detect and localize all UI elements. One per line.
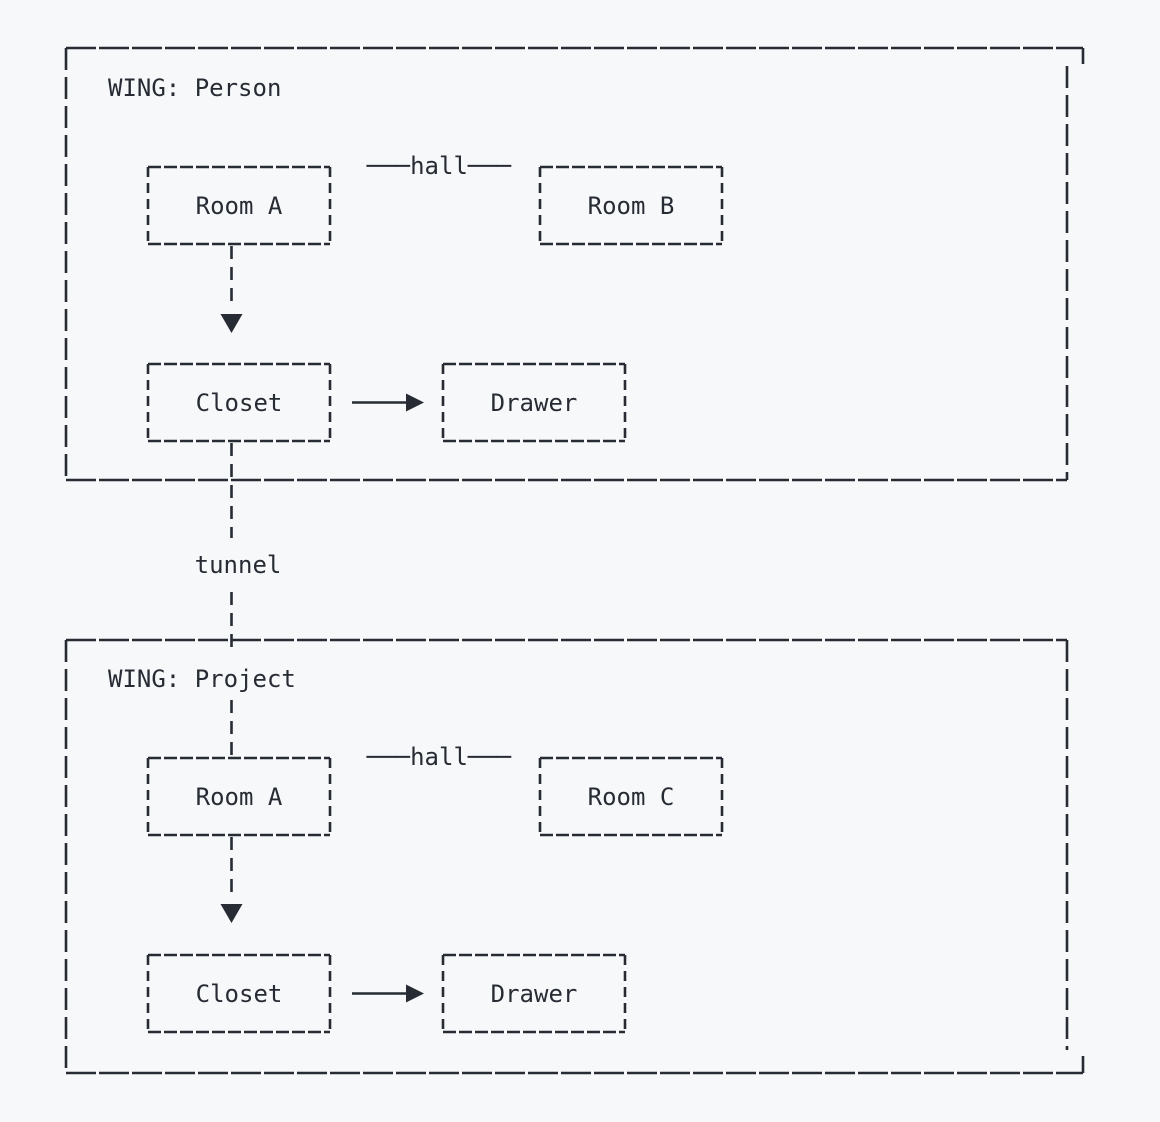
wing2-room-a-to-closet-arrow xyxy=(220,837,243,923)
wing1-closet-label: Closet xyxy=(195,389,283,417)
wing2-closet-label: Closet xyxy=(195,980,283,1008)
wing1-closet-to-drawer-arrow xyxy=(352,393,424,412)
wing1-border xyxy=(64,46,1085,482)
tunnel-label: tunnel xyxy=(194,551,282,579)
wing2-border xyxy=(64,638,1085,1075)
wing2-closet-box xyxy=(146,953,332,1034)
wing1-drawer-label: Drawer xyxy=(490,389,578,417)
wing2-room-c-box xyxy=(538,756,724,837)
wing1-room-a-label: Room A xyxy=(195,192,283,220)
wing1-room-b-label: Room B xyxy=(587,192,675,220)
wing1-hall-label: ───hall─── xyxy=(366,152,512,180)
wing1-closet-box xyxy=(146,362,332,443)
wing1-drawer-box xyxy=(441,362,627,443)
wing1-room-b-box xyxy=(538,165,724,246)
wing2-drawer-label: Drawer xyxy=(490,980,578,1008)
wing2-closet-to-drawer-arrow xyxy=(352,984,424,1003)
wing2-drawer-box xyxy=(441,953,627,1034)
wing1-room-a-box xyxy=(146,165,332,246)
wing2-title: WING: Project xyxy=(108,665,296,693)
wing2-room-a-label: Room A xyxy=(195,783,283,811)
wing2-hall-label: ───hall─── xyxy=(366,743,512,771)
wing1-room-a-to-closet-arrow xyxy=(220,246,243,333)
wing2-room-c-label: Room C xyxy=(587,783,675,811)
wing2-room-a-box xyxy=(146,756,332,837)
wing1-title: WING: Person xyxy=(108,74,282,102)
